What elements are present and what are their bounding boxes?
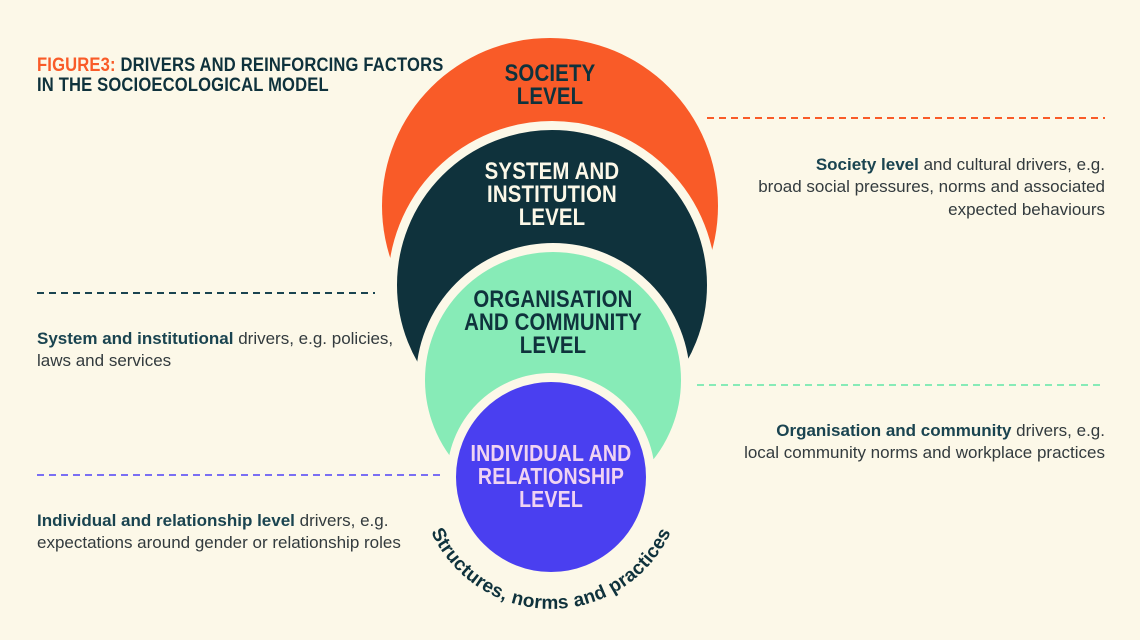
organisation-annotation-text: drivers, e.g. local community norms and … xyxy=(744,420,1105,463)
society-annotation: Society level and cultural drivers, e.g.… xyxy=(758,131,1105,221)
system-annotation-text: drivers, e.g. policies, laws and service… xyxy=(37,328,394,371)
individual-annotation: Individual and relationship level driver… xyxy=(37,487,401,555)
individual-annotation-text: drivers, e.g. expectations around gender… xyxy=(37,510,401,553)
society-level-label: SOCIETY LEVEL xyxy=(504,60,596,110)
system-annotation: System and institutional drivers, e.g. p… xyxy=(37,305,393,373)
individual-relationship-level-circle xyxy=(447,373,655,581)
figure-title-text: DRIVERS AND REINFORCING FACTORS IN THE S… xyxy=(37,53,444,96)
organisation-leader-line xyxy=(697,384,1105,386)
society-leader-line xyxy=(707,117,1105,119)
figure-number: FIGURE3: xyxy=(37,53,121,76)
individual-annotation-lead: Individual and relationship level xyxy=(37,510,295,530)
society-annotation-text: and cultural drivers, e.g. broad social … xyxy=(758,154,1105,219)
organisation-annotation-lead: Organisation and community xyxy=(776,420,1012,440)
individual-relationship-level-label: INDIVIDUAL AND RELATIONSHIP LEVEL xyxy=(470,440,632,512)
organisation-community-level-label: ORGANISATION AND COMMUNITY LEVEL xyxy=(464,286,642,359)
figure-title: FIGURE3: DRIVERS AND REINFORCING FACTORS… xyxy=(37,34,443,96)
individual-leader-line xyxy=(37,474,443,476)
organisation-annotation: Organisation and community drivers, e.g.… xyxy=(744,397,1105,465)
system-institution-level-label: SYSTEM AND INSTITUTION LEVEL xyxy=(484,158,620,231)
system-leader-line xyxy=(37,292,375,294)
system-annotation-lead: System and institutional xyxy=(37,328,234,348)
society-annotation-lead: Society level xyxy=(815,154,919,174)
